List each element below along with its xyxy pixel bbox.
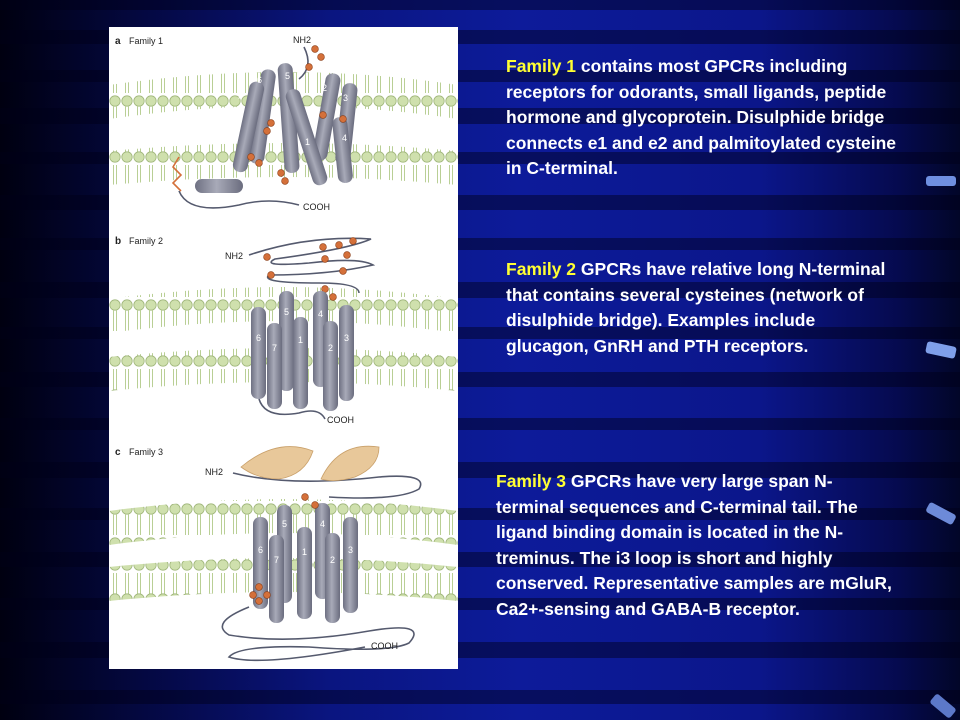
helix-number: 2 bbox=[330, 555, 335, 565]
family-2-text: GPCRs have relative long N-terminal that… bbox=[506, 259, 886, 356]
helix-number: 6 bbox=[257, 75, 262, 85]
panel-letter: a bbox=[115, 36, 121, 47]
n-terminal-loops bbox=[248, 237, 376, 294]
helix-number: 6 bbox=[258, 545, 263, 555]
panel-family-3: c Family 3 NH2 6 5 7 bbox=[109, 445, 458, 662]
helix-number: 6 bbox=[256, 333, 261, 343]
helix-number: 1 bbox=[298, 335, 303, 345]
helix-number: 4 bbox=[320, 519, 325, 529]
c-terminus-label: COOH bbox=[303, 202, 330, 212]
family-1-description: Family 1 contains most GPCRs including r… bbox=[506, 54, 898, 182]
panel-title: Family 2 bbox=[129, 236, 163, 246]
helix-bundle: 6 5 7 1 4 2 3 bbox=[251, 291, 354, 411]
n-terminus-label: NH2 bbox=[225, 251, 243, 261]
helix-number: 1 bbox=[302, 547, 307, 557]
background-band bbox=[0, 690, 960, 704]
n-terminus-label: NH2 bbox=[205, 467, 223, 477]
family-3-text: GPCRs have very large span N-terminal se… bbox=[496, 471, 892, 619]
decorative-slice bbox=[925, 341, 957, 359]
ligand-binding-domain bbox=[240, 445, 380, 481]
helix-number: 5 bbox=[285, 71, 290, 81]
gpcr-diagram: a Family 1 NH2 6 5 7 2 3 1 bbox=[109, 35, 458, 662]
cysteine-residues bbox=[247, 45, 347, 185]
family-1-text: contains most GPCRs including receptors … bbox=[506, 56, 896, 178]
helix-8 bbox=[195, 179, 243, 193]
c-terminus-label: COOH bbox=[371, 641, 398, 651]
helix-number: 2 bbox=[328, 343, 333, 353]
helix-bundle: 6 5 7 1 4 2 3 bbox=[253, 503, 358, 623]
decorative-slice bbox=[925, 501, 957, 526]
helix-number: 3 bbox=[344, 333, 349, 343]
family-3-description: Family 3 GPCRs have very large span N-te… bbox=[496, 469, 898, 622]
gpcr-families-figure: a Family 1 NH2 6 5 7 2 3 1 bbox=[109, 27, 458, 669]
panel-letter: b bbox=[115, 236, 121, 247]
family-2-description: Family 2 GPCRs have relative long N-term… bbox=[506, 257, 898, 359]
panel-title: Family 1 bbox=[129, 36, 163, 46]
decorative-slice bbox=[926, 176, 956, 186]
helix-number: 3 bbox=[348, 545, 353, 555]
background-band bbox=[0, 0, 960, 10]
c-terminus-label: COOH bbox=[327, 415, 354, 425]
helix-number: 7 bbox=[274, 555, 279, 565]
family-3-label: Family 3 bbox=[496, 471, 567, 491]
helix-number: 5 bbox=[282, 519, 287, 529]
helix-number: 4 bbox=[318, 309, 323, 319]
helix-number: 7 bbox=[272, 343, 277, 353]
palmitoyl-anchor bbox=[171, 156, 183, 192]
helix-number: 3 bbox=[343, 93, 348, 103]
helix-number: 4 bbox=[342, 133, 347, 143]
n-terminus-label: NH2 bbox=[293, 35, 311, 45]
helix-bundle: 6 5 7 2 3 1 4 bbox=[232, 63, 358, 186]
family-2-label: Family 2 bbox=[506, 259, 577, 279]
panel-family-1: a Family 1 NH2 6 5 7 2 3 1 bbox=[109, 35, 458, 212]
family-1-label: Family 1 bbox=[506, 56, 577, 76]
panel-letter: c bbox=[115, 447, 121, 458]
helix-number: 2 bbox=[322, 83, 327, 93]
panel-family-2: b Family 2 NH2 bbox=[109, 236, 458, 425]
helix-number: 7 bbox=[237, 91, 242, 101]
helix-number: 5 bbox=[284, 307, 289, 317]
helix-number: 1 bbox=[305, 137, 310, 147]
cysteine-residues bbox=[249, 493, 319, 605]
panel-title: Family 3 bbox=[129, 447, 163, 457]
